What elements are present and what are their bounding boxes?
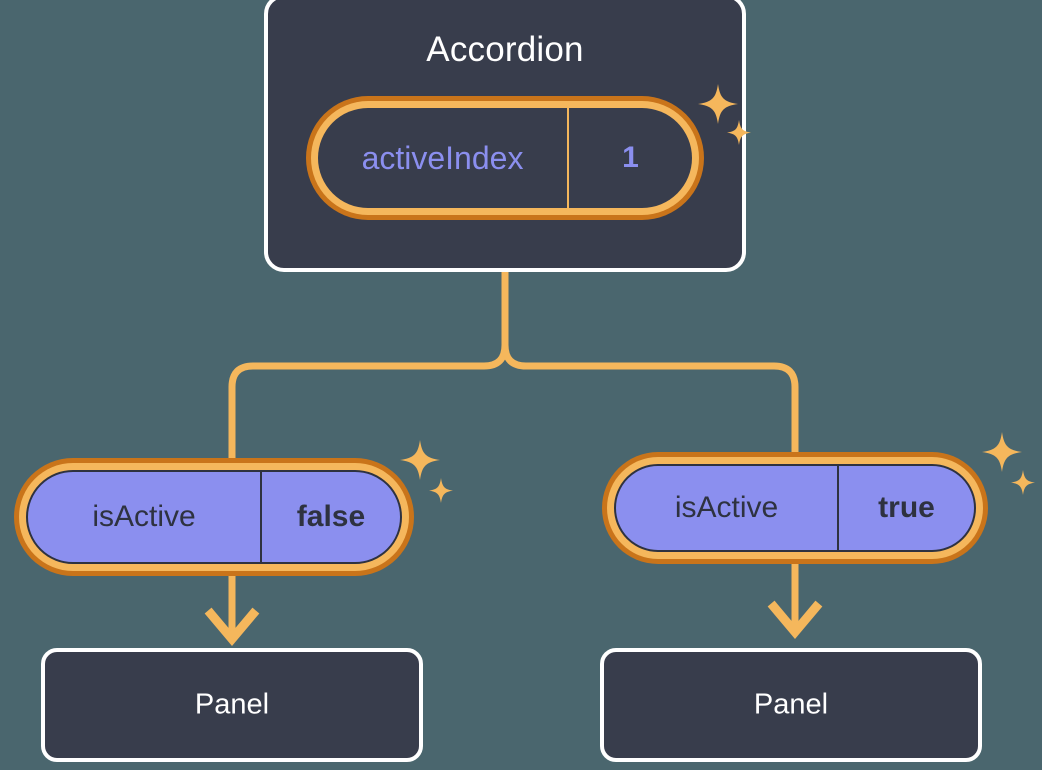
state-key-label: activeIndex bbox=[361, 139, 524, 176]
pill-body: activeIndex 1 bbox=[318, 108, 692, 208]
panel-title: Panel bbox=[194, 688, 270, 721]
arrow-down-icon-left bbox=[204, 572, 260, 646]
connector-branch-left bbox=[228, 341, 509, 466]
state-value-label: true bbox=[837, 466, 974, 550]
panel-title: Panel bbox=[753, 688, 829, 721]
sparkle-icon bbox=[982, 432, 1035, 495]
panel-card-left[interactable]: Panel bbox=[41, 648, 423, 762]
pill-highlight-ring: activeIndex 1 bbox=[311, 101, 699, 215]
pill-highlight-ring: isActive false bbox=[19, 463, 409, 571]
accordion-title: Accordion bbox=[426, 30, 584, 69]
state-value-label: 1 bbox=[567, 108, 692, 208]
state-key-label: isActive bbox=[674, 491, 779, 524]
panel-card-right[interactable]: Panel bbox=[600, 648, 982, 762]
state-value-label: false bbox=[260, 472, 400, 562]
state-pill-isactive-true[interactable]: isActive true bbox=[602, 452, 988, 564]
state-key-label: isActive bbox=[92, 500, 196, 533]
connector-branch-right bbox=[501, 341, 799, 460]
state-pill-isactive-false[interactable]: isActive false bbox=[14, 458, 414, 576]
pill-body: isActive true bbox=[614, 464, 976, 552]
state-pill-activeindex[interactable]: activeIndex 1 bbox=[306, 96, 704, 220]
pill-highlight-ring: isActive true bbox=[607, 457, 983, 559]
arrow-down-icon-right bbox=[767, 560, 823, 639]
pill-body: isActive false bbox=[26, 470, 402, 564]
